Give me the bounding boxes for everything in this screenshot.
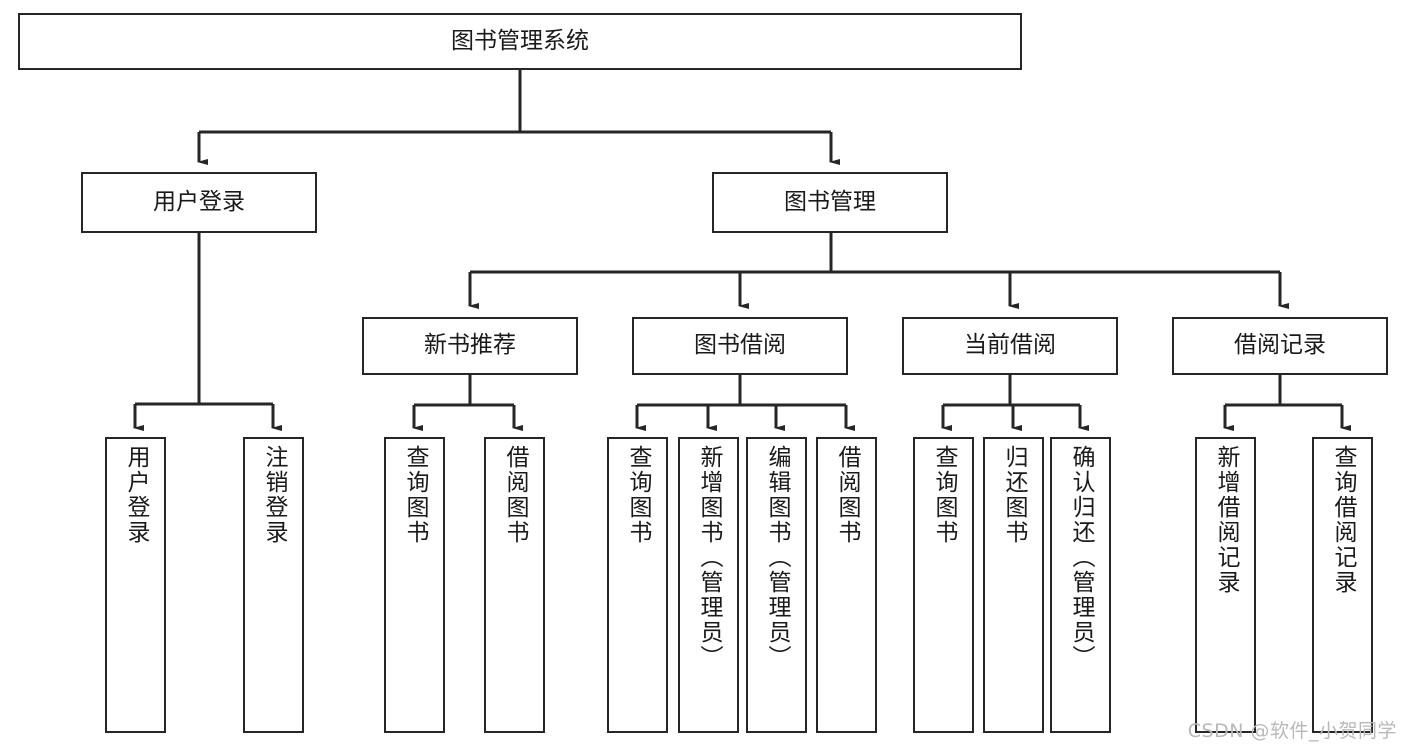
- node-book-manage[interactable]: 图书管理: [712, 172, 948, 233]
- node-leaf-current-query-book[interactable]: 查询图书: [913, 437, 974, 733]
- node-leaf-recommend-borrow-book-label: 借阅图书: [502, 445, 528, 545]
- node-leaf-recommend-query-book[interactable]: 查询图书: [384, 437, 445, 733]
- node-borrow-record[interactable]: 借阅记录: [1172, 317, 1388, 375]
- node-book-manage-label: 图书管理: [784, 188, 876, 215]
- node-root[interactable]: 图书管理系统: [18, 13, 1022, 70]
- csdn-watermark: CSDN @软件_小贺同学: [1187, 720, 1397, 742]
- node-leaf-add-book-admin[interactable]: 新增图书（管理员）: [678, 437, 739, 733]
- node-leaf-edit-book-admin[interactable]: 编辑图书（管理员）: [746, 437, 807, 733]
- node-leaf-edit-book-admin-label: 编辑图书（管理员）: [764, 445, 790, 670]
- node-leaf-confirm-return-admin-label: 确认归还（管理员）: [1068, 445, 1094, 670]
- node-leaf-recommend-query-book-label: 查询图书: [402, 445, 428, 545]
- node-leaf-add-borrow-record[interactable]: 新增借阅记录: [1195, 437, 1256, 733]
- node-user-login-label: 用户登录: [153, 188, 245, 215]
- node-leaf-current-query-book-label: 查询图书: [931, 445, 957, 545]
- node-leaf-borrow-query-book[interactable]: 查询图书: [607, 437, 668, 733]
- node-leaf-borrow-query-book-label: 查询图书: [625, 445, 651, 545]
- node-leaf-confirm-return-admin[interactable]: 确认归还（管理员）: [1050, 437, 1111, 733]
- node-new-book-recommend[interactable]: 新书推荐: [362, 317, 578, 375]
- node-leaf-logout-label: 注销登录: [261, 445, 287, 545]
- node-leaf-query-borrow-record-label: 查询借阅记录: [1330, 445, 1356, 595]
- node-book-borrow[interactable]: 图书借阅: [632, 317, 848, 375]
- node-leaf-logout[interactable]: 注销登录: [243, 437, 304, 733]
- node-leaf-user-login[interactable]: 用户登录: [105, 437, 166, 733]
- node-leaf-add-borrow-record-label: 新增借阅记录: [1213, 445, 1239, 595]
- node-user-login[interactable]: 用户登录: [81, 172, 317, 233]
- node-new-book-recommend-label: 新书推荐: [424, 332, 516, 359]
- node-leaf-return-book-label: 归还图书: [1001, 445, 1027, 545]
- node-leaf-borrow-book-label: 借阅图书: [834, 445, 860, 545]
- node-leaf-user-login-label: 用户登录: [123, 445, 149, 545]
- node-current-borrow-label: 当前借阅: [964, 332, 1056, 359]
- node-leaf-recommend-borrow-book[interactable]: 借阅图书: [484, 437, 545, 733]
- node-leaf-query-borrow-record[interactable]: 查询借阅记录: [1312, 437, 1373, 733]
- node-borrow-record-label: 借阅记录: [1234, 332, 1326, 359]
- node-current-borrow[interactable]: 当前借阅: [902, 317, 1118, 375]
- node-book-borrow-label: 图书借阅: [694, 332, 786, 359]
- node-root-label: 图书管理系统: [451, 27, 589, 54]
- node-leaf-return-book[interactable]: 归还图书: [983, 437, 1044, 733]
- node-leaf-borrow-book[interactable]: 借阅图书: [816, 437, 877, 733]
- node-leaf-add-book-admin-label: 新增图书（管理员）: [696, 445, 722, 670]
